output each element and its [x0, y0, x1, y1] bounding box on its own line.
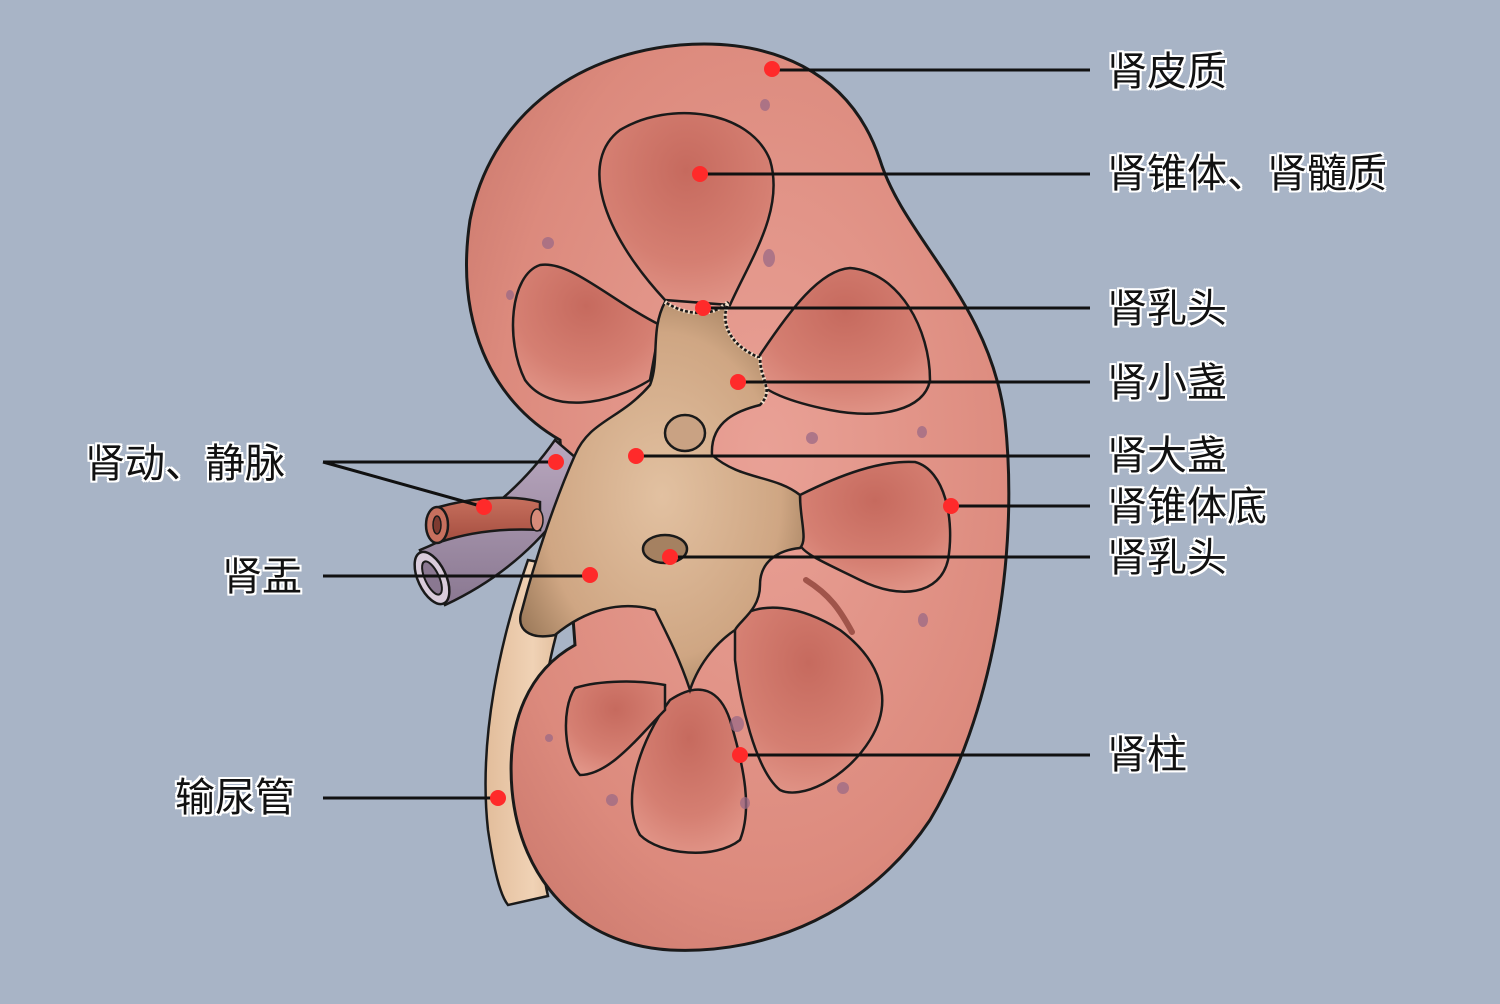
- label-pyramid-base: 肾锥体底: [1107, 484, 1267, 530]
- renal-pelvis-shape: [519, 300, 805, 694]
- label-ureter: 输尿管: [175, 775, 295, 821]
- papilla-opening-upper: [663, 413, 707, 453]
- pyramid-upper-right: [758, 266, 932, 415]
- interlobar-vessels: [506, 99, 928, 809]
- label-renal-papilla-upper: 肾乳头: [1107, 286, 1227, 332]
- pyramid-lower-middle: [630, 688, 748, 854]
- pyramid-upper-left: [511, 263, 662, 404]
- label-minor-calyx: 肾小盏: [1107, 360, 1227, 406]
- label-renal-column: 肾柱: [1107, 732, 1187, 778]
- label-renal-pyramid-medulla: 肾锥体、肾髓质: [1107, 151, 1387, 197]
- label-renal-cortex: 肾皮质: [1107, 49, 1227, 95]
- label-markers: [476, 61, 959, 806]
- pyramid-right-middle: [798, 460, 952, 593]
- pyramid-lower-right: [733, 606, 884, 794]
- label-renal-pelvis: 肾盂: [222, 554, 302, 600]
- label-major-calyx: 肾大盏: [1107, 433, 1227, 479]
- label-renal-artery-vein: 肾动、静脉: [85, 441, 285, 487]
- leader-lines-right: [636, 68, 1090, 757]
- pyramid-lower-left: [564, 680, 667, 777]
- leader-lines-left: [322, 460, 590, 800]
- pyramid-top: [598, 111, 775, 307]
- arcuate-vessel: [803, 577, 855, 635]
- label-renal-papilla-lower: 肾乳头: [1107, 535, 1227, 581]
